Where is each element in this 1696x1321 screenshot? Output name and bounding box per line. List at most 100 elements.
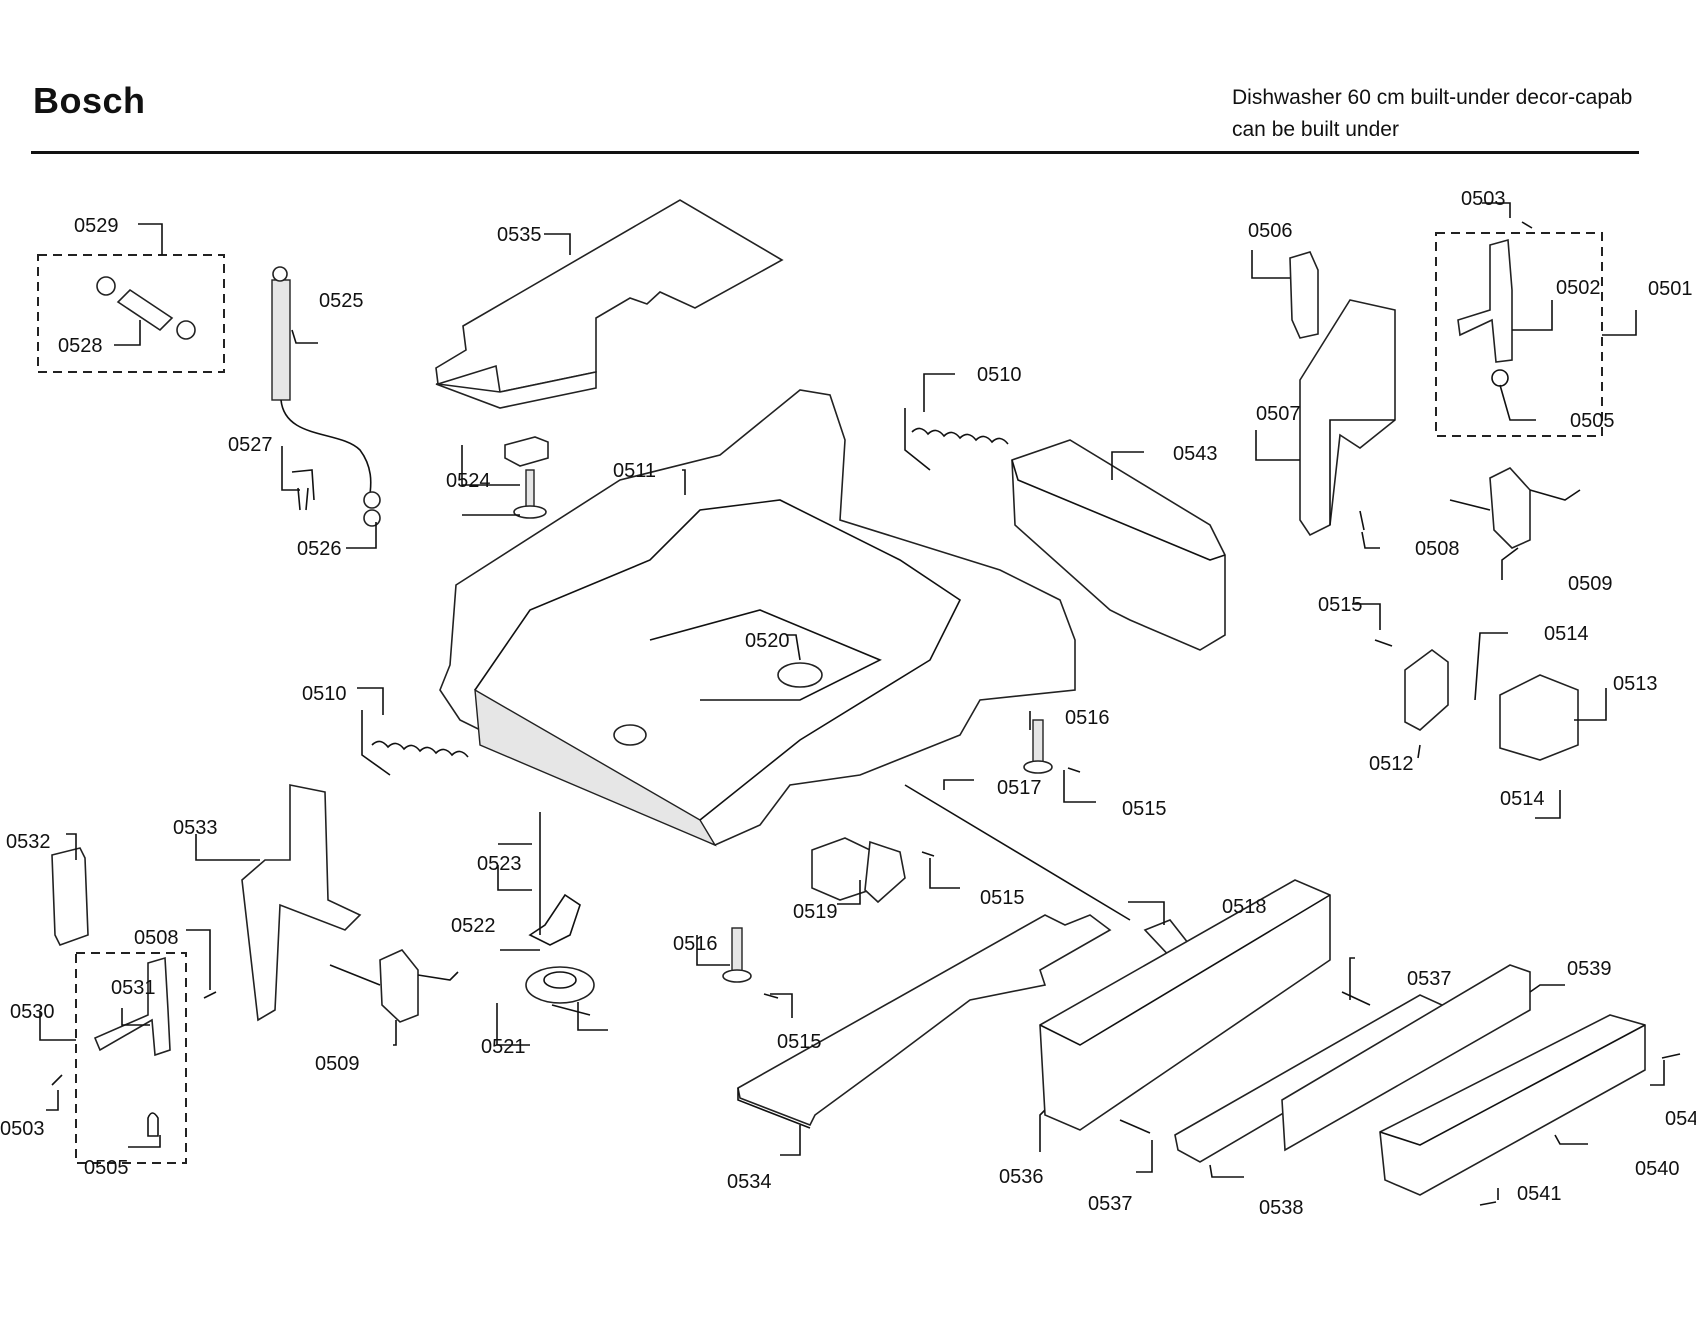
part-foot-pad bbox=[504, 436, 549, 467]
callout-0515-d: 0515 bbox=[777, 1031, 822, 1053]
callout-0528: 0528 bbox=[58, 335, 103, 357]
part-float-cup bbox=[525, 966, 595, 1004]
part-screw-0516-right-head bbox=[1023, 760, 1053, 774]
part-hinge-pin bbox=[1491, 369, 1509, 387]
header-rule bbox=[31, 151, 1639, 154]
part-bracket-0507-edge bbox=[1329, 419, 1395, 525]
callout-0535: 0535 bbox=[497, 224, 542, 246]
part-cam-left-wire bbox=[329, 964, 459, 986]
part-hinge-plate bbox=[1457, 238, 1513, 363]
part-screw-0508-right bbox=[1359, 510, 1365, 531]
part-screw-0541-bottom bbox=[1479, 1201, 1497, 1206]
part-screw-0515-b bbox=[1067, 767, 1081, 773]
part-sump-outlet bbox=[613, 724, 647, 746]
callout-0505-top: 0505 bbox=[1570, 410, 1615, 432]
part-drain-hose bbox=[271, 279, 291, 401]
callout-0534: 0534 bbox=[727, 1171, 772, 1193]
callout-0543: 0543 bbox=[1173, 443, 1218, 465]
part-screw-0516-right bbox=[1032, 719, 1044, 766]
callout-0529: 0529 bbox=[74, 215, 119, 237]
part-cover-0513 bbox=[1499, 674, 1579, 761]
callout-0533: 0533 bbox=[173, 817, 218, 839]
subtitle-line-1: Dishwasher 60 cm built-under decor-capab bbox=[1232, 86, 1633, 109]
part-hose-piece bbox=[116, 288, 174, 332]
callout-0509-left: 0509 bbox=[315, 1053, 360, 1075]
part-hinge-plate-left bbox=[93, 956, 171, 1057]
part-hose-seal-1 bbox=[363, 491, 381, 509]
part-base-tub-rim bbox=[474, 499, 962, 821]
part-hose-clamp-1 bbox=[96, 276, 116, 296]
callout-0514-top: 0514 bbox=[1544, 623, 1589, 645]
part-sump bbox=[777, 662, 823, 688]
part-screw-0516-left-head bbox=[722, 969, 752, 983]
part-pin-0537-a bbox=[1341, 991, 1371, 1006]
callout-0524: 0524 bbox=[446, 470, 491, 492]
callout-0514-bottom: 0514 bbox=[1500, 788, 1545, 810]
part-side-panel-0533 bbox=[241, 784, 362, 1022]
callout-0503-left: 0503 bbox=[0, 1118, 45, 1140]
part-foot-screw bbox=[525, 469, 535, 511]
part-base-plate-0534 bbox=[737, 914, 1112, 1127]
part-screw-0503-top bbox=[1521, 221, 1533, 229]
part-pin-0537-b bbox=[1119, 1119, 1151, 1134]
part-drain-hose-tube bbox=[280, 399, 372, 496]
part-bracket-0506 bbox=[1289, 251, 1319, 339]
callout-0515-b: 0515 bbox=[1122, 798, 1167, 820]
part-control-housing-edge bbox=[1011, 459, 1226, 561]
part-hose-cap-top bbox=[272, 266, 288, 282]
part-screw-0541-right bbox=[1661, 1053, 1681, 1059]
callout-0515-c: 0515 bbox=[980, 887, 1025, 909]
callout-0521: 0521 bbox=[481, 1036, 526, 1058]
part-hinge-spring-right bbox=[904, 408, 1009, 471]
part-screw-0515-c bbox=[921, 851, 935, 857]
callout-0515-a: 0515 bbox=[1318, 594, 1363, 616]
part-top-cover-edge bbox=[435, 371, 597, 409]
part-control-housing bbox=[1011, 439, 1226, 651]
callout-0510-left: 0510 bbox=[302, 683, 347, 705]
callout-0518: 0518 bbox=[1222, 896, 1267, 918]
callout-0526: 0526 bbox=[297, 538, 342, 560]
callout-0522: 0522 bbox=[451, 915, 496, 937]
callout-0502: 0502 bbox=[1556, 277, 1601, 299]
part-hinge-spring-left bbox=[361, 710, 469, 776]
part-rod-0517 bbox=[904, 784, 1131, 921]
callout-0501: 0501 bbox=[1648, 278, 1693, 300]
callout-0508-right: 0508 bbox=[1415, 538, 1460, 560]
callout-0513: 0513 bbox=[1613, 673, 1658, 695]
callout-0527: 0527 bbox=[228, 434, 273, 456]
callout-0517: 0517 bbox=[997, 777, 1042, 799]
callout-0505-left: 0505 bbox=[84, 1157, 129, 1179]
part-hinge-clip-left bbox=[147, 1112, 159, 1137]
callout-0508-left: 0508 bbox=[134, 927, 179, 949]
callout-0537-bottom: 0537 bbox=[1088, 1193, 1133, 1215]
part-bracket-0512 bbox=[1404, 649, 1449, 731]
part-top-cover bbox=[435, 199, 784, 393]
brand-title: Bosch bbox=[33, 80, 146, 121]
group-box-0501 bbox=[1435, 232, 1603, 437]
callout-0539: 0539 bbox=[1567, 958, 1612, 980]
part-base-tub-front bbox=[474, 688, 717, 847]
part-bracket-0507 bbox=[1299, 299, 1396, 537]
part-kickplate-0536-fold bbox=[1039, 894, 1331, 1046]
callout-0525: 0525 bbox=[319, 290, 364, 312]
callout-0541-right: 0541 bbox=[1665, 1108, 1696, 1130]
callout-0507: 0507 bbox=[1256, 403, 1301, 425]
callout-0516-left: 0516 bbox=[673, 933, 718, 955]
callout-0510-top: 0510 bbox=[977, 364, 1022, 386]
part-valve-body bbox=[811, 837, 871, 901]
callout-0538: 0538 bbox=[1259, 1197, 1304, 1219]
callout-0536: 0536 bbox=[999, 1166, 1044, 1188]
callout-0530: 0530 bbox=[10, 1001, 55, 1023]
callout-0512: 0512 bbox=[1369, 753, 1414, 775]
callout-0516-right: 0516 bbox=[1065, 707, 1110, 729]
callout-0511: 0511 bbox=[613, 460, 656, 482]
part-kickplate-0536 bbox=[1039, 879, 1331, 1131]
callout-0503-top: 0503 bbox=[1461, 188, 1506, 210]
subtitle-line-2: can be built under bbox=[1232, 118, 1399, 141]
callout-0531: 0531 bbox=[111, 977, 156, 999]
part-cam-right-wire bbox=[1449, 489, 1581, 511]
part-float-cup-inner bbox=[543, 971, 577, 989]
part-float-switch bbox=[528, 893, 581, 946]
part-hose-clamp-2 bbox=[176, 320, 196, 340]
